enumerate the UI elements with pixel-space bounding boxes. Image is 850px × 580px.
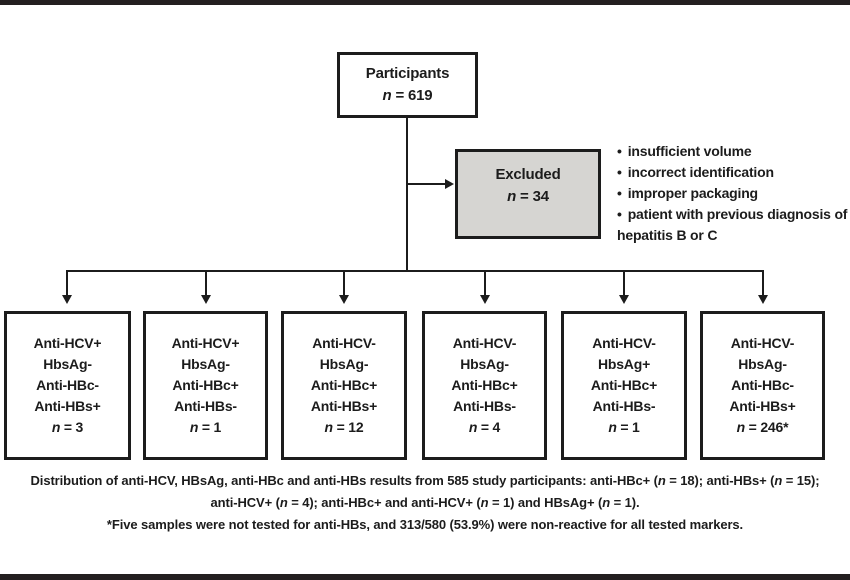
arrowhead-down-icon bbox=[201, 295, 211, 304]
bullet-icon: • bbox=[617, 164, 622, 180]
marker-line: Anti-HCV- bbox=[592, 335, 656, 351]
excluded-title: Excluded bbox=[495, 166, 561, 183]
bullet-icon: • bbox=[617, 185, 622, 201]
participants-n: n = 619 bbox=[382, 87, 433, 104]
bottom-frame-bar bbox=[0, 574, 850, 580]
marker-line: HbsAg- bbox=[460, 356, 509, 372]
bullet-icon: • bbox=[617, 206, 622, 222]
n-count-line: n = 12 bbox=[324, 419, 364, 435]
marker-line: HbsAg- bbox=[43, 356, 92, 372]
marker-line: Anti-HBs+ bbox=[729, 398, 796, 414]
n-count-line: n = 1 bbox=[189, 419, 222, 435]
caption-line-3: *Five samples were not tested for anti-H… bbox=[106, 517, 744, 532]
connector-branch-line bbox=[484, 271, 486, 296]
arrowhead-down-icon bbox=[480, 295, 490, 304]
marker-line: HbsAg- bbox=[738, 356, 787, 372]
connector-branch-line bbox=[205, 271, 207, 296]
exclusion-reason-text: incorrect identification bbox=[627, 164, 774, 180]
arrowhead-right-icon bbox=[445, 179, 454, 189]
connector-branch-line bbox=[623, 271, 625, 296]
connector-branch-line bbox=[762, 271, 764, 296]
marker-line: Anti-HBc+ bbox=[310, 377, 378, 393]
marker-line: Anti-HBs- bbox=[174, 398, 237, 414]
marker-line: Anti-HBs- bbox=[592, 398, 656, 414]
n-count-line: n = 1 bbox=[608, 419, 640, 435]
caption-line-1: Distribution of anti-HCV, HBsAg, anti-HB… bbox=[30, 473, 820, 488]
participants-box: Participants n = 619 bbox=[337, 52, 478, 118]
exclusion-reason-item: • insufficient volume bbox=[617, 141, 850, 162]
exclusion-reason-text: patient with previous diagnosis of hepat… bbox=[617, 206, 848, 243]
marker-line: Anti-HBc+ bbox=[451, 377, 518, 393]
exclusion-reason-item: • incorrect identification bbox=[617, 162, 850, 183]
top-frame-bar bbox=[0, 0, 850, 5]
connector-distribution-horizontal bbox=[66, 270, 764, 272]
marker-line: Anti-HCV+ bbox=[171, 335, 240, 351]
exclusion-reason-text: insufficient volume bbox=[627, 143, 752, 159]
marker-line: Anti-HCV- bbox=[452, 335, 517, 351]
result-box-5: Anti-HCV- HbsAg+ Anti-HBc+ Anti-HBs- n =… bbox=[561, 311, 687, 460]
marker-line: Anti-HCV- bbox=[312, 335, 376, 351]
figure-caption: Distribution of anti-HCV, HBsAg, anti-HB… bbox=[0, 470, 850, 536]
arrowhead-down-icon bbox=[339, 295, 349, 304]
marker-line: Anti-HBs- bbox=[453, 398, 516, 414]
connector-branch-line bbox=[343, 271, 345, 296]
marker-line: Anti-HCV- bbox=[730, 335, 795, 351]
marker-line: HbsAg- bbox=[181, 356, 230, 372]
connector-main-vertical bbox=[406, 118, 408, 271]
marker-line: Anti-HBs+ bbox=[310, 398, 378, 414]
result-box-2: Anti-HCV+ HbsAg- Anti-HBc+ Anti-HBs- n =… bbox=[143, 311, 268, 460]
arrowhead-down-icon bbox=[619, 295, 629, 304]
marker-line: Anti-HBc+ bbox=[172, 377, 239, 393]
excluded-box: Excluded n = 34 bbox=[455, 149, 601, 239]
excluded-n: n = 34 bbox=[507, 188, 549, 205]
n-count-line: n = 3 bbox=[51, 419, 84, 435]
exclusion-reason-text: improper packaging bbox=[627, 185, 758, 201]
result-box-6: Anti-HCV- HbsAg- Anti-HBc- Anti-HBs+ n =… bbox=[700, 311, 825, 460]
marker-line: HbsAg+ bbox=[597, 356, 651, 372]
arrowhead-down-icon bbox=[62, 295, 72, 304]
participants-title: Participants bbox=[365, 65, 450, 82]
n-count-line: n = 4 bbox=[468, 419, 501, 435]
bullet-icon: • bbox=[617, 143, 622, 159]
exclusion-reason-item: •patient with previous diagnosis of hepa… bbox=[617, 204, 850, 246]
caption-line-2: anti-HCV+ (n = 4); anti-HBc+ and anti-HC… bbox=[210, 495, 640, 510]
marker-line: Anti-HBc- bbox=[36, 377, 99, 393]
result-box-4: Anti-HCV- HbsAg- Anti-HBc+ Anti-HBs- n =… bbox=[422, 311, 547, 460]
marker-line: Anti-HBs+ bbox=[34, 398, 101, 414]
marker-line: HbsAg- bbox=[319, 356, 369, 372]
connector-excluded-line bbox=[407, 183, 446, 185]
connector-branch-line bbox=[66, 271, 68, 296]
marker-line: Anti-HBc+ bbox=[590, 377, 658, 393]
result-box-1: Anti-HCV+ HbsAg- Anti-HBc- Anti-HBs+ n =… bbox=[4, 311, 131, 460]
n-count-line: n = 246* bbox=[736, 419, 789, 435]
marker-line: Anti-HCV+ bbox=[33, 335, 102, 351]
result-box-3: Anti-HCV- HbsAg- Anti-HBc+ Anti-HBs+ n =… bbox=[281, 311, 407, 460]
marker-line: Anti-HBc- bbox=[731, 377, 794, 393]
arrowhead-down-icon bbox=[758, 295, 768, 304]
exclusion-reasons-list: • insufficient volume • incorrect identifi… bbox=[617, 141, 850, 246]
exclusion-reason-item: • improper packaging bbox=[617, 183, 850, 204]
